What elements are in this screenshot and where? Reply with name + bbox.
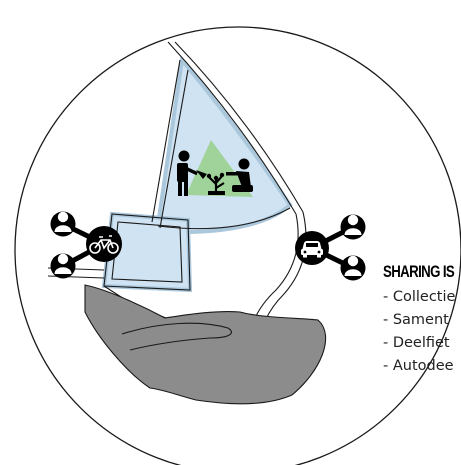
person-icon	[51, 254, 76, 279]
person-icon	[341, 215, 366, 240]
sharing-item: - Sament	[383, 312, 449, 328]
sharing-item: - Collectie	[383, 289, 455, 305]
neighbourhood-map	[48, 42, 326, 404]
person-icon	[341, 256, 366, 281]
bicycle-share-icon	[86, 226, 122, 262]
person-icon	[51, 212, 76, 237]
sharing-heading: SHARING IS	[383, 262, 454, 282]
shared-green-area	[158, 60, 290, 232]
sharing-item: - Autodee	[383, 358, 454, 374]
sharing-item: - Deelfiet	[383, 335, 450, 351]
car-share-icon	[295, 231, 329, 265]
helping-hand-icon	[85, 285, 326, 404]
